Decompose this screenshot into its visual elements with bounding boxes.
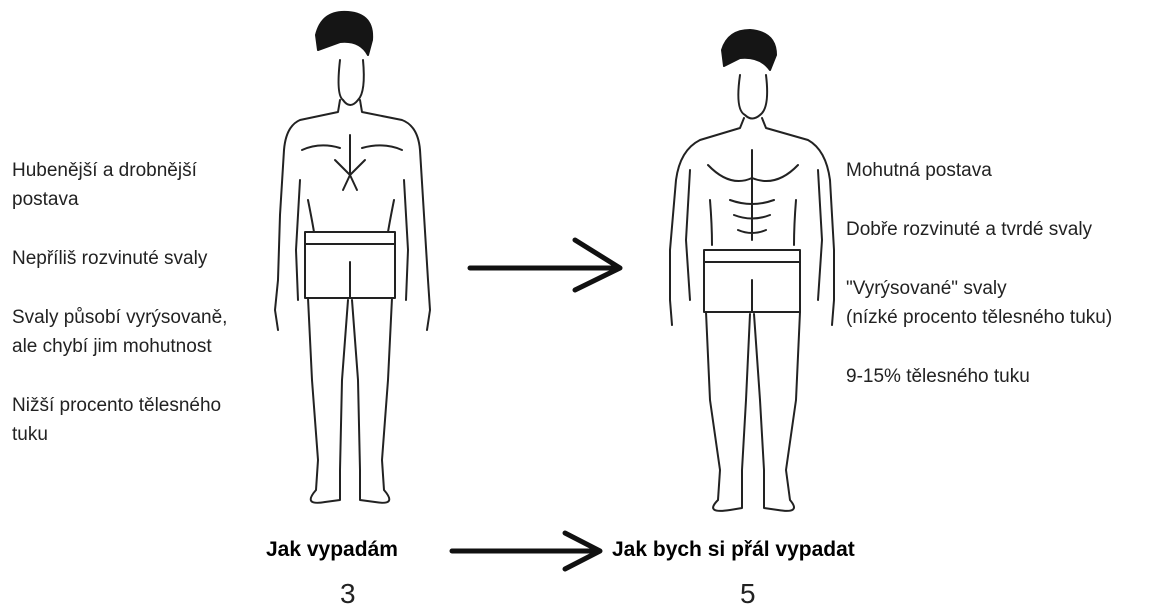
note-line: ale chybí jim mohutnost — [12, 332, 227, 361]
note-line: Hubenější a drobnější — [12, 156, 227, 185]
note-line: tuku — [12, 420, 227, 449]
current-notes: Hubenější a drobnější postava Nepříliš r… — [12, 156, 227, 449]
note-line: Nepříliš rozvinuté svaly — [12, 244, 227, 273]
thin-figure — [275, 12, 430, 503]
note-line: "Vyrýsované" svaly — [846, 274, 1112, 303]
current-number: 3 — [340, 578, 356, 610]
desired-number: 5 — [740, 578, 756, 610]
note-line: Dobře rozvinuté a tvrdé svaly — [846, 215, 1112, 244]
current-caption: Jak vypadám — [266, 538, 398, 562]
note-line: Nižší procento tělesného — [12, 391, 227, 420]
middle-arrow — [470, 240, 620, 290]
muscular-figure — [670, 30, 834, 511]
desired-notes: Mohutná postava Dobře rozvinuté a tvrdé … — [846, 156, 1112, 391]
note-line: Svaly působí vyrýsovaně, — [12, 303, 227, 332]
note-line: (nízké procento tělesného tuku) — [846, 303, 1112, 332]
note-line: postava — [12, 185, 227, 214]
desired-caption: Jak bych si přál vypadat — [612, 538, 855, 562]
bottom-arrow — [452, 533, 600, 569]
note-line: Mohutná postava — [846, 156, 1112, 185]
note-line: 9-15% tělesného tuku — [846, 362, 1112, 391]
